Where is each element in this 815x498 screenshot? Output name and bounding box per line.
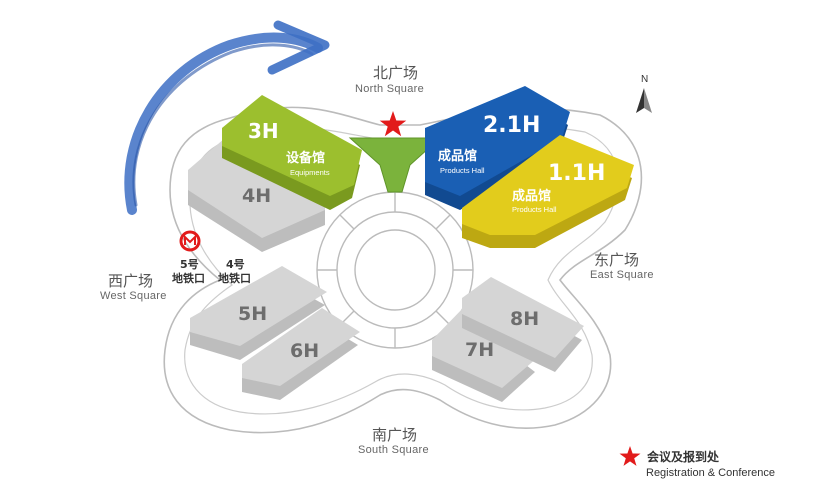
legend-subtitle: Registration & Conference (646, 467, 775, 479)
west-square-cn: 西广场 (108, 272, 153, 290)
hall-1-1h-name-en: Products Hall (512, 205, 557, 214)
hall-7h: 7H (432, 305, 537, 402)
hall-4h: 4H (188, 138, 325, 252)
hall-4h-label: 4H (242, 185, 271, 207)
hall-1-1h: 1.1H 成品馆 Products Hall (462, 135, 634, 248)
hall-1-1h-name: 成品馆 (512, 188, 551, 204)
hall-5h-label: 5H (238, 303, 267, 325)
hall-3h-name-en: Equipments (290, 168, 330, 177)
east-square-en: East Square (590, 269, 654, 281)
metro-icon (179, 230, 201, 252)
legend-title: 会议及报到处 (647, 449, 720, 464)
metro-line5-name: 地铁口 (172, 271, 205, 285)
venue-outline (163, 106, 643, 434)
hall-2-1h-label: 2.1H (483, 113, 540, 138)
metro-line4-num: 4号 (226, 258, 245, 271)
compass-label: N (641, 74, 648, 85)
hall-3h-label: 3H (248, 119, 279, 143)
central-plaza (316, 191, 474, 349)
hall-5h: 5H (190, 266, 327, 360)
hall-2-1h: 2.1H 成品馆 Products Hall (425, 86, 570, 210)
legend-star-icon (619, 446, 641, 466)
hall-3h: 3H 设备馆 Equipments (222, 95, 362, 210)
hall-2-1h-name-en: Products Hall (440, 166, 485, 175)
hall-2-1h-name: 成品馆 (438, 148, 477, 164)
metro-line5-num: 5号 (180, 258, 199, 271)
west-square-en: West Square (100, 290, 167, 302)
north-square-cn: 北广场 (373, 64, 418, 82)
hall-6h-label: 6H (290, 340, 319, 362)
direction-arrow (124, 20, 330, 215)
south-square-cn: 南广场 (372, 426, 417, 444)
hall-8h-label: 8H (510, 308, 539, 330)
north-square-en: North Square (355, 83, 424, 95)
hall-1-1h-label: 1.1H (548, 161, 605, 186)
east-square-cn: 东广场 (594, 251, 639, 269)
registration-star-icon (379, 111, 407, 137)
compass-icon: N (636, 74, 652, 113)
hall-7h-label: 7H (465, 339, 494, 361)
metro-line4-name: 地铁口 (218, 271, 251, 285)
south-square-en: South Square (358, 444, 429, 456)
hall-6h: 6H (242, 308, 360, 400)
hall-8h: 8H (462, 277, 584, 372)
hall-3h-name: 设备馆 (286, 150, 325, 166)
